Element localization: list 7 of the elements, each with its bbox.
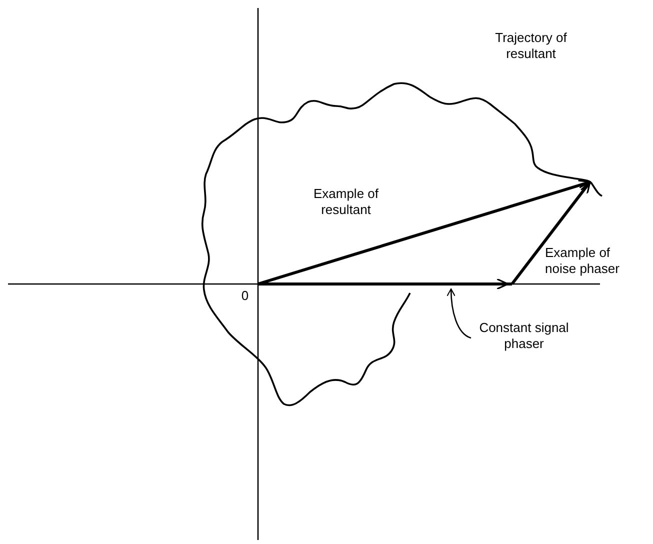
annotation-text: Example of resultant bbox=[312, 186, 380, 218]
annotation-text: Constant signal phaser bbox=[468, 320, 580, 352]
annotation-text: Example of noise phaser bbox=[545, 245, 620, 277]
signal-phaser-line bbox=[258, 282, 512, 286]
annotation-text: Trajectory of resultant bbox=[494, 30, 568, 62]
leader-line bbox=[446, 288, 472, 339]
origin-label: 0 bbox=[240, 288, 250, 304]
